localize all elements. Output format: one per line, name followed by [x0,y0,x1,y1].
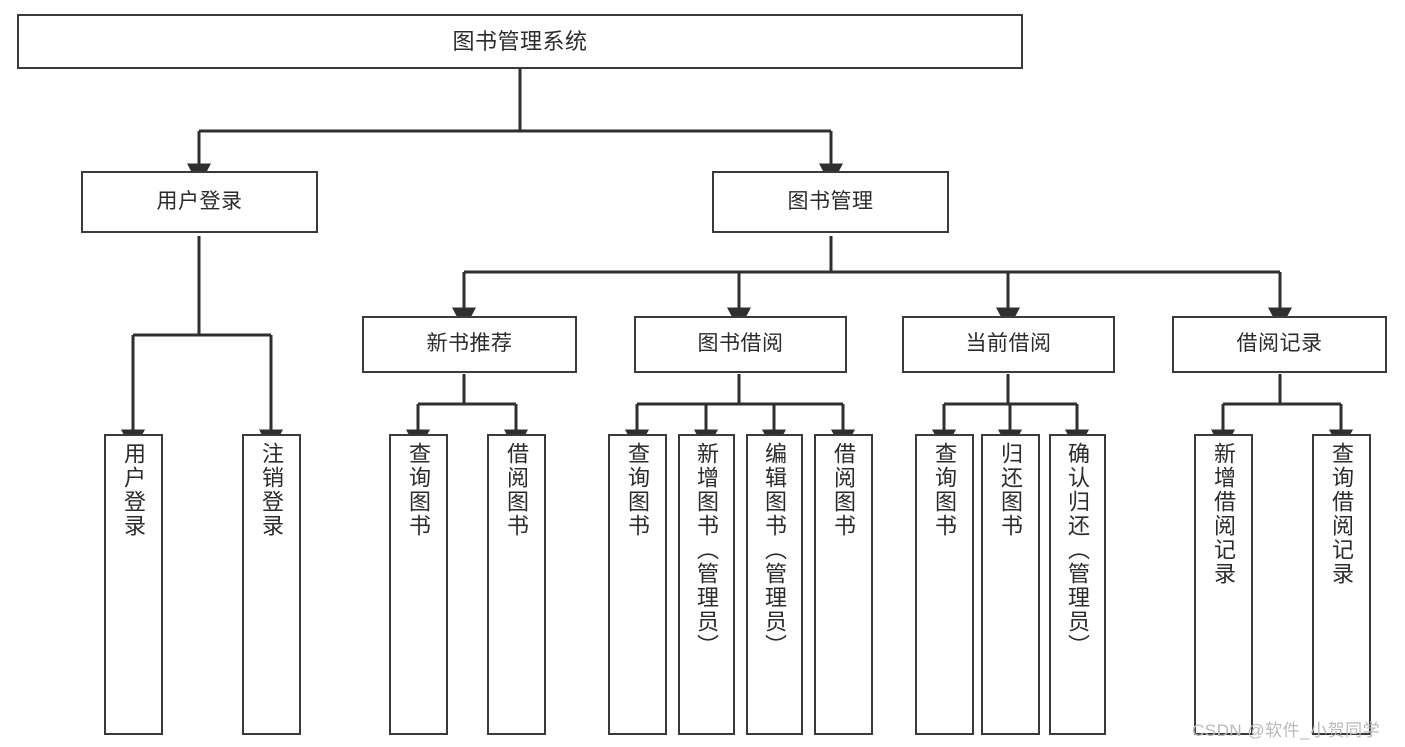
node-leaf-query-record[interactable]: 查询借阅记录 [1312,434,1371,735]
node-root[interactable]: 图书管理系统 [17,14,1023,69]
node-leaf-return-book-label: 归还图书 [998,442,1024,538]
node-leaf-query-book-3-label: 查询图书 [932,442,958,538]
node-book-manage-label: 图书管理 [787,189,874,213]
node-leaf-user-login-label: 用户登录 [121,442,147,538]
node-leaf-add-record[interactable]: 新增借阅记录 [1194,434,1253,735]
node-book-borrow-label: 图书借阅 [697,332,784,356]
node-book-borrow[interactable]: 图书借阅 [634,316,847,373]
node-new-book-recommend-label: 新书推荐 [426,332,513,356]
node-borrow-record-label: 借阅记录 [1236,332,1323,356]
node-user-login-label: 用户登录 [156,189,243,213]
node-leaf-confirm-return-label: 确认归还（管理员） [1065,442,1091,658]
node-leaf-logout-login-label: 注销登录 [259,442,285,538]
node-leaf-borrow-book-1-label: 借阅图书 [504,442,530,538]
node-leaf-edit-book[interactable]: 编辑图书（管理员） [746,434,803,735]
node-new-book-recommend[interactable]: 新书推荐 [362,316,577,373]
node-user-login[interactable]: 用户登录 [81,171,318,233]
node-leaf-logout-login[interactable]: 注销登录 [242,434,301,735]
node-leaf-query-record-label: 查询借阅记录 [1329,442,1355,586]
node-leaf-borrow-book-1[interactable]: 借阅图书 [487,434,546,735]
node-leaf-add-book[interactable]: 新增图书（管理员） [678,434,735,735]
node-current-borrow-label: 当前借阅 [965,332,1052,356]
node-borrow-record[interactable]: 借阅记录 [1172,316,1387,373]
node-leaf-query-book-2[interactable]: 查询图书 [608,434,667,735]
node-leaf-borrow-book-2-label: 借阅图书 [831,442,857,538]
node-leaf-add-record-label: 新增借阅记录 [1211,442,1237,586]
node-book-manage[interactable]: 图书管理 [712,171,949,233]
node-leaf-query-book-1-label: 查询图书 [406,442,432,538]
node-leaf-edit-book-label: 编辑图书（管理员） [762,442,788,658]
node-leaf-confirm-return[interactable]: 确认归还（管理员） [1049,434,1106,735]
node-leaf-query-book-3[interactable]: 查询图书 [915,434,974,735]
node-leaf-user-login[interactable]: 用户登录 [104,434,163,735]
node-current-borrow[interactable]: 当前借阅 [902,316,1115,373]
csdn-watermark: CSDN @软件_小贺同学 [1192,721,1381,740]
node-leaf-query-book-1[interactable]: 查询图书 [389,434,448,735]
node-leaf-borrow-book-2[interactable]: 借阅图书 [814,434,873,735]
node-root-label: 图书管理系统 [452,28,588,54]
node-leaf-query-book-2-label: 查询图书 [625,442,651,538]
node-leaf-add-book-label: 新增图书（管理员） [694,442,720,658]
node-leaf-return-book[interactable]: 归还图书 [981,434,1040,735]
